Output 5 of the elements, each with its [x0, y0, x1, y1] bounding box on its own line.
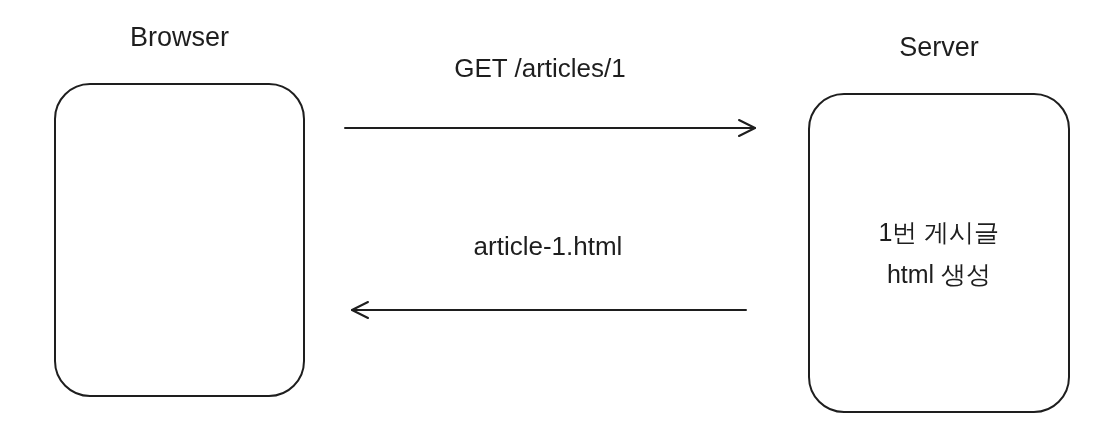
node-title: Server — [899, 31, 979, 63]
node-text: 1번 게시글 html 생성 — [877, 217, 1001, 290]
node-title: Browser — [130, 21, 229, 53]
arrow — [344, 119, 756, 137]
arrow — [351, 301, 747, 319]
